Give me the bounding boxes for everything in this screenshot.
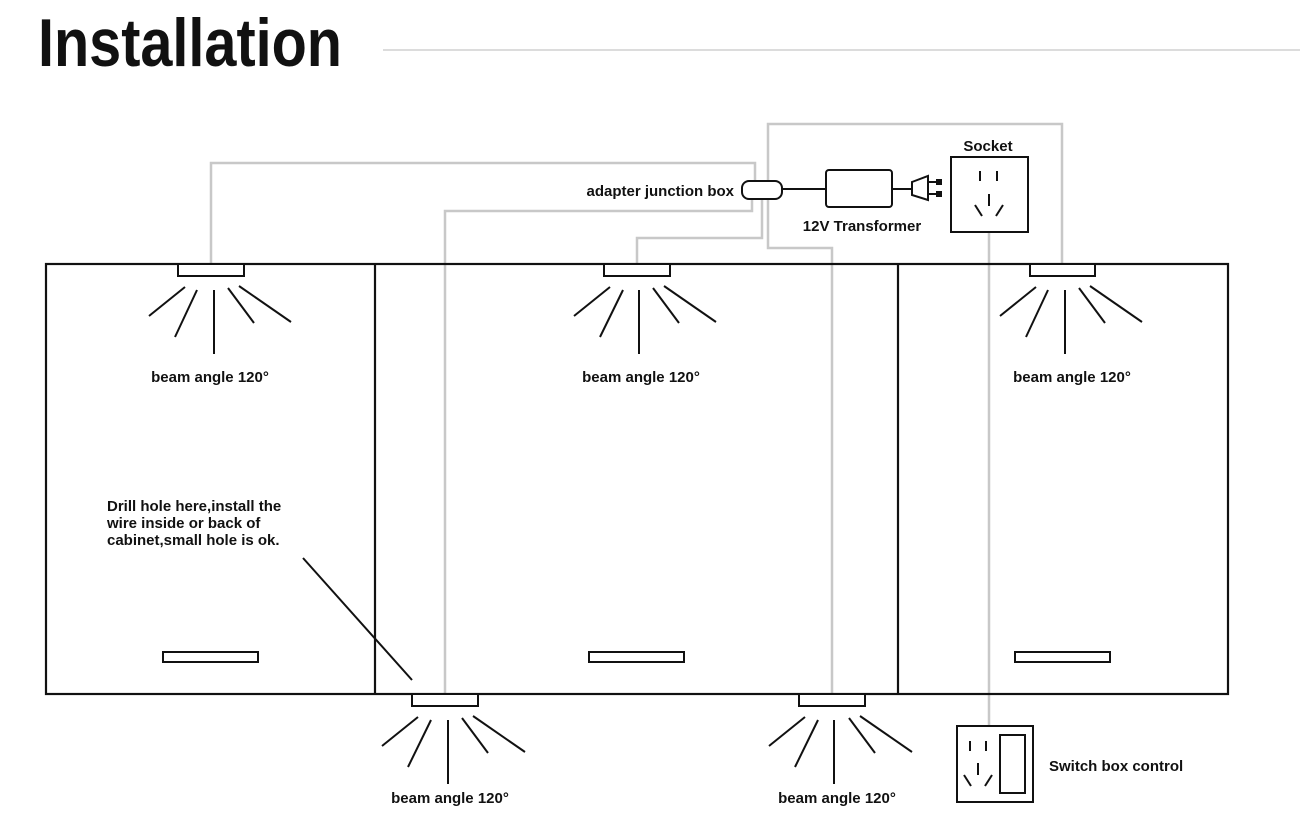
adapter-junction-box-label: adapter junction box <box>586 183 734 200</box>
beam-angle-label-top-center: beam angle 120° <box>582 369 700 386</box>
beam-angle-label-bottom-right: beam angle 120° <box>778 790 896 807</box>
drill-note-line-3: cabinet,small hole is ok. <box>107 532 280 549</box>
wire-right-light <box>766 122 1064 265</box>
wire-center-light <box>635 200 764 265</box>
beam-rays-bottom-right <box>768 715 913 784</box>
beam-angle-label-top-right: beam angle 120° <box>1013 369 1131 386</box>
beam-angle-label-top-left: beam angle 120° <box>151 369 269 386</box>
socket-label: Socket <box>963 138 1012 155</box>
beam-angle-label-bottom-left: beam angle 120° <box>391 790 509 807</box>
cabinet-handle-left <box>162 651 259 663</box>
drill-note-line-1: Drill hole here,install the <box>107 498 281 515</box>
transformer-icon <box>825 169 942 208</box>
light-strip-bottom-right <box>798 693 866 707</box>
transformer-label: 12V Transformer <box>803 218 922 235</box>
light-strip-bottom-left <box>411 693 479 707</box>
beam-rays-top-center <box>573 285 717 354</box>
cabinet-outline <box>44 262 1230 696</box>
beam-rays-bottom-left <box>381 715 526 784</box>
beam-rays-top-left <box>148 285 292 354</box>
light-strip-top-left <box>177 263 245 277</box>
socket-icon <box>950 156 1029 233</box>
light-strip-top-right <box>1029 263 1096 277</box>
page-title: Installation <box>38 5 342 81</box>
wire-bottom-left-light <box>443 200 754 693</box>
drill-note-pointer <box>302 557 413 681</box>
adapter-junction-box <box>741 180 783 200</box>
wire-bottom-right-light <box>766 200 834 693</box>
cabinet-handle-right <box>1014 651 1111 663</box>
switch-box-icon <box>956 725 1034 803</box>
cabinet-handle-center <box>588 651 685 663</box>
switch-box-label: Switch box control <box>1049 758 1183 775</box>
light-strip-top-center <box>603 263 671 277</box>
drill-note-line-2: wire inside or back of <box>106 515 261 532</box>
wire-left-light <box>209 161 757 265</box>
wiring <box>209 122 1064 740</box>
beam-rays-top-right <box>999 285 1143 354</box>
